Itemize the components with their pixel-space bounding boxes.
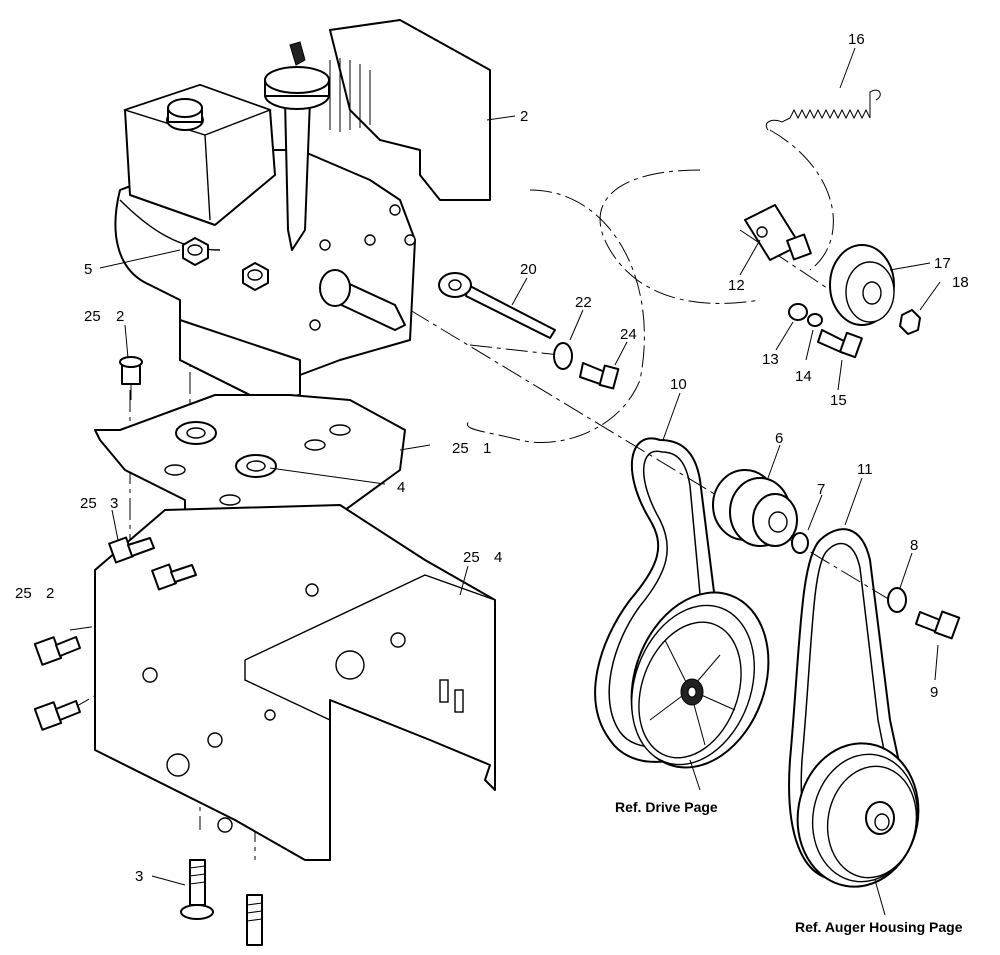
idler-pulley bbox=[829, 244, 895, 326]
star-washer bbox=[175, 421, 217, 445]
callout-1: 1 bbox=[483, 440, 491, 457]
hex-bolt bbox=[579, 362, 620, 390]
callout-24: 24 bbox=[620, 326, 637, 343]
callout-25: 25 bbox=[84, 308, 101, 325]
hex-bolt bbox=[33, 636, 81, 666]
callout-10: 10 bbox=[670, 376, 687, 393]
mounting-nut bbox=[182, 237, 209, 266]
shoulder-bolt bbox=[817, 329, 863, 359]
callout-25: 25 bbox=[80, 495, 97, 512]
carriage-bolt bbox=[246, 894, 263, 946]
extension-spring bbox=[765, 89, 881, 131]
ref-drive-page-label: Ref. Drive Page bbox=[615, 799, 718, 815]
hex-bolt bbox=[119, 356, 143, 400]
callout-9: 9 bbox=[930, 684, 938, 701]
callout-3: 3 bbox=[110, 495, 118, 512]
callout-14: 14 bbox=[795, 368, 812, 385]
frame-panel bbox=[94, 504, 496, 861]
callout-18: 18 bbox=[952, 274, 969, 291]
callout-20: 20 bbox=[520, 261, 537, 278]
carriage-bolt bbox=[180, 859, 214, 920]
callout-2: 2 bbox=[116, 308, 124, 325]
hex-bolt bbox=[33, 700, 81, 731]
callout-4: 4 bbox=[397, 479, 405, 496]
double-pulley bbox=[712, 469, 798, 547]
callout-16: 16 bbox=[848, 31, 865, 48]
hex-bolt bbox=[108, 536, 155, 564]
spacer-washer bbox=[791, 532, 809, 554]
callout-4: 4 bbox=[494, 549, 502, 566]
lock-washer bbox=[807, 313, 823, 327]
callout-25: 25 bbox=[463, 549, 480, 566]
idler-bracket bbox=[744, 204, 812, 261]
callout-25: 25 bbox=[452, 440, 469, 457]
hex-bolt bbox=[915, 610, 961, 640]
callout-8: 8 bbox=[910, 537, 918, 554]
callout-2: 2 bbox=[520, 108, 528, 125]
callout-labels: 16 2 17 18 12 5 20 22 24 13 14 15 25 2 1… bbox=[15, 31, 969, 885]
leader-lines bbox=[99, 47, 941, 916]
callout-12: 12 bbox=[728, 277, 745, 294]
idler-rod bbox=[438, 272, 556, 339]
callout-7: 7 bbox=[817, 481, 825, 498]
star-washer bbox=[235, 454, 277, 478]
flat-washer bbox=[553, 342, 573, 370]
callout-17: 17 bbox=[934, 255, 951, 272]
callout-3: 3 bbox=[135, 868, 143, 885]
callout-6: 6 bbox=[775, 430, 783, 447]
flat-washer bbox=[887, 587, 907, 613]
callout-11: 11 bbox=[857, 461, 873, 478]
engine bbox=[114, 19, 491, 401]
callout-13: 13 bbox=[762, 351, 779, 368]
hex-bolt bbox=[151, 563, 197, 591]
callout-25: 25 bbox=[15, 585, 32, 602]
mounting-nut bbox=[242, 262, 269, 291]
auger-pulley bbox=[796, 742, 920, 888]
callout-15: 15 bbox=[830, 392, 847, 409]
callout-2: 2 bbox=[46, 585, 54, 602]
spacer bbox=[788, 303, 808, 321]
ref-auger-housing-page-label: Ref. Auger Housing Page bbox=[795, 919, 963, 935]
drive-pulley bbox=[630, 591, 770, 769]
hex-nut bbox=[899, 309, 921, 335]
callout-5: 5 bbox=[84, 261, 92, 278]
callout-22: 22 bbox=[575, 294, 592, 311]
